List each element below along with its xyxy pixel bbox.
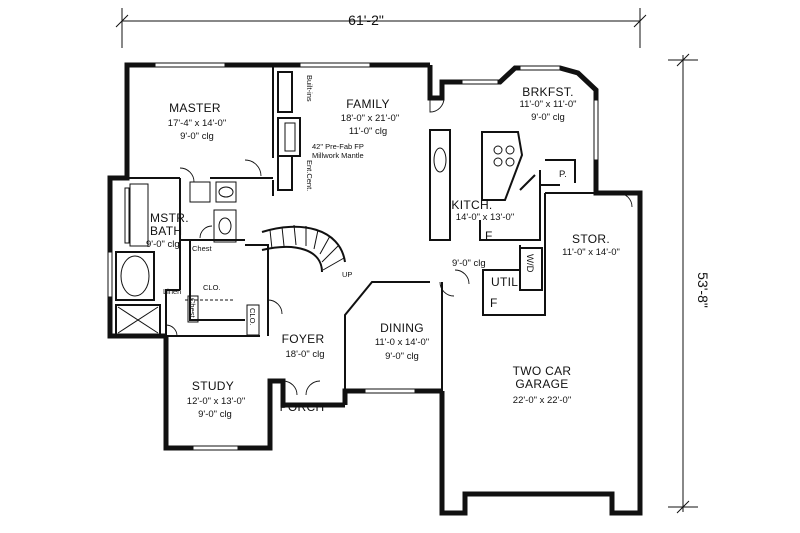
clo-label-2: CLO.	[248, 308, 257, 326]
room-brkfst: BRKFST. 11'-0" x 11'-0" 9'-0" clg	[519, 85, 576, 123]
foyer-name: FOYER	[282, 332, 325, 346]
room-stor: STOR. 11'-0" x 14'-0"	[562, 232, 620, 258]
foyer-ceiling: 18'-0" clg	[286, 349, 325, 360]
master-size: 17'-4" x 14'-0"	[168, 118, 226, 129]
family-ceiling: 11'-0" clg	[349, 126, 387, 137]
washer-dryer-label: W/D	[524, 254, 535, 273]
stor-size: 11'-0" x 14'-0"	[562, 247, 620, 258]
interior-walls	[115, 65, 596, 395]
room-mstr-bath: MSTR. BATH 9'-0" clg	[146, 211, 189, 250]
width-dimension-label: 61'-2"	[348, 12, 384, 28]
family-size: 18'-0" x 21'-0"	[341, 113, 399, 124]
room-family: FAMILY 18'-0" x 21'-0" 11'-0" clg 42" Pr…	[312, 97, 399, 160]
mstr-bath-ceiling: 9'-0" clg	[146, 239, 180, 250]
mantle-note: Millwork Mantle	[312, 151, 364, 160]
kitch-size: 14'-0" x 13'-0"	[456, 212, 514, 223]
garage-size: 22'-0" x 22'-0"	[513, 395, 571, 406]
dining-name: DINING	[380, 321, 424, 335]
room-master: MASTER 17'-4" x 14'-0" 9'-0" clg	[168, 101, 226, 142]
master-name: MASTER	[169, 101, 221, 115]
family-name: FAMILY	[346, 97, 390, 111]
ent-cent-label: Ent.Cent.	[305, 160, 314, 191]
depth-dimension-line	[668, 53, 698, 514]
dining-size: 11'-0 x 14'-0"	[375, 337, 429, 348]
util-ceiling: 9'-0" clg	[452, 258, 486, 269]
room-foyer: FOYER 18'-0" clg	[282, 332, 325, 360]
room-garage: TWO CAR GARAGE 22'-0" x 22'-0"	[513, 364, 572, 406]
garage-name-2: GARAGE	[515, 377, 568, 391]
mstr-bath-name-1: MSTR.	[150, 211, 189, 225]
mstr-bath-name-2: BATH	[150, 224, 182, 238]
stair-up-label: UP	[342, 270, 352, 279]
room-study: STUDY 12'-0" x 13'-0" 9'-0" clg	[187, 379, 245, 420]
porch-name: PORCH	[280, 400, 325, 414]
brkfst-ceiling: 9'-0" clg	[531, 112, 565, 123]
garage-name-1: TWO CAR	[513, 364, 572, 378]
master-ceiling: 9'-0" clg	[180, 131, 214, 142]
room-util: 9'-0" clg UTIL.	[452, 258, 522, 289]
chest-label-1: Chest	[192, 244, 213, 253]
linen-label: Linen	[163, 287, 181, 296]
pantry-label: P.	[559, 169, 567, 180]
room-dining: DINING 11'-0 x 14'-0" 9'-0" clg	[375, 321, 429, 362]
room-kitch: KITCH. 14'-0" x 13'-0"	[451, 198, 514, 223]
brkfst-size: 11'-0" x 11'-0"	[519, 99, 576, 110]
fridge-label-1: F	[485, 229, 493, 243]
windows	[107, 62, 599, 451]
width-dimension-line	[115, 8, 647, 48]
chest-label-2: Chest	[188, 298, 197, 319]
built-ins-label: Built-ins	[305, 75, 314, 102]
fireplace-note: 42" Pre-Fab FP	[312, 142, 364, 151]
brkfst-name: BRKFST.	[522, 85, 573, 99]
depth-dimension-label: 53'-8"	[695, 272, 711, 308]
dining-ceiling: 9'-0" clg	[385, 351, 419, 362]
stor-name: STOR.	[572, 232, 610, 246]
study-size: 12'-0" x 13'-0"	[187, 396, 245, 407]
study-name: STUDY	[192, 379, 234, 393]
fridge-label-2: F	[490, 296, 498, 310]
kitch-name: KITCH.	[451, 198, 492, 212]
util-name: UTIL.	[491, 275, 522, 289]
doors	[165, 97, 633, 396]
clo-label-1: CLO.	[203, 283, 221, 292]
study-ceiling: 9'-0" clg	[198, 409, 232, 420]
